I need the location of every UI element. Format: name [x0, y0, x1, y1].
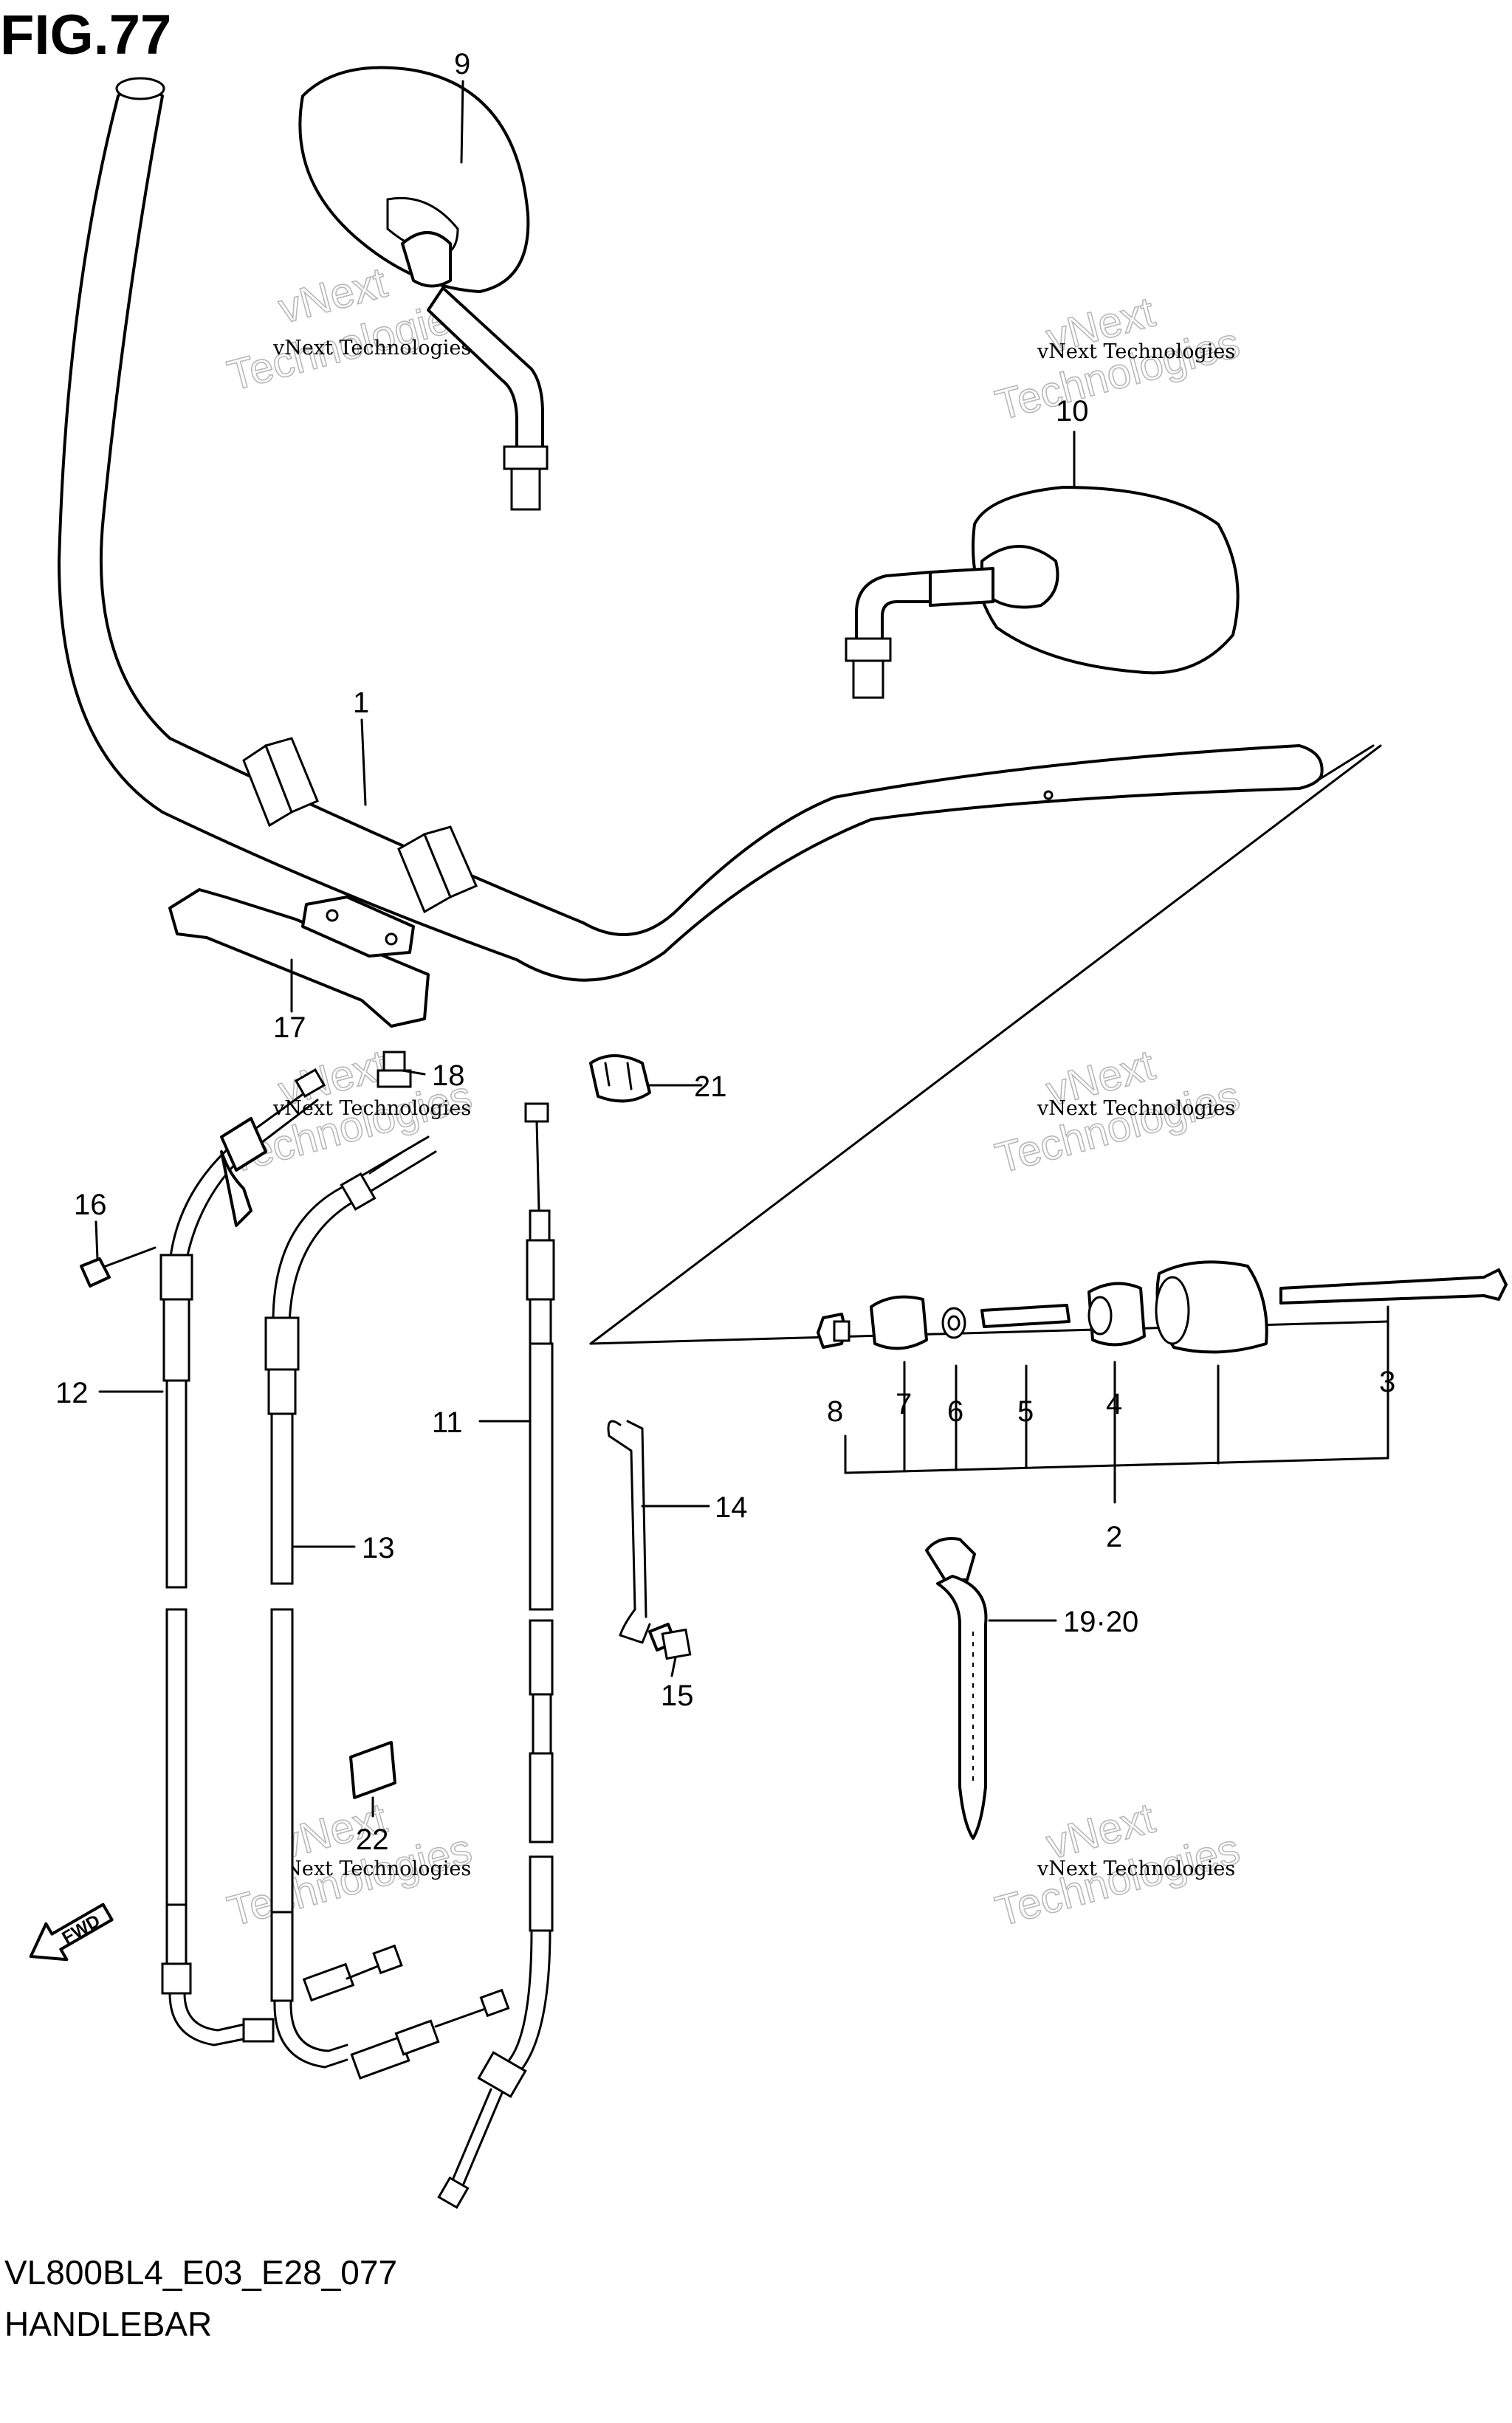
callout-12: 12	[55, 1377, 89, 1409]
callout-18: 18	[432, 1059, 465, 1092]
bolt-15	[648, 1623, 692, 1660]
mirror-left	[298, 66, 549, 511]
balancer-assembly	[589, 744, 1508, 1504]
callout-22: 22	[356, 1824, 389, 1856]
callout-1: 1	[353, 687, 369, 719]
watermark-text-5: vNext Technologies	[272, 1857, 471, 1880]
watermark-text-4: vNext Technologies	[1037, 1097, 1235, 1120]
watermark-bottom-left: vNext Technologies	[222, 1793, 477, 1936]
callout-6: 6	[947, 1395, 963, 1428]
cable-13	[264, 1135, 510, 2080]
watermark-bottom-right: vNext Technologies	[990, 1793, 1245, 1936]
callout-14: 14	[715, 1491, 748, 1524]
bolt-18	[377, 1051, 412, 1088]
watermark-text-1: vNext Technologies	[272, 337, 471, 360]
figure-title: FIG.77	[0, 4, 172, 66]
section-name: HANDLEBAR	[4, 2305, 213, 2343]
callout-13: 13	[362, 1532, 395, 1564]
callout-4: 4	[1106, 1388, 1122, 1420]
callout-16: 16	[74, 1189, 107, 1221]
callout-21: 21	[694, 1070, 727, 1103]
clip-14	[607, 1420, 651, 1644]
callout-17: 17	[273, 1011, 306, 1044]
drawing-code: VL800BL4_E03_E28_077	[4, 2253, 398, 2292]
leader-lines	[94, 80, 1076, 1818]
callout-3: 3	[1379, 1366, 1395, 1398]
callout-2: 2	[1106, 1521, 1122, 1553]
cable-11	[437, 1102, 555, 2210]
callout-11: 11	[432, 1406, 463, 1439]
callout-labels: 1 2 3 4 5 6 7 8 9 10 11 12 13 14 15 16 1…	[55, 48, 1395, 1856]
clamp-21	[589, 1054, 651, 1103]
bracket-17	[168, 888, 430, 1028]
callout-9: 9	[454, 48, 470, 80]
callout-8: 8	[827, 1395, 843, 1428]
decal-22	[349, 1741, 396, 1799]
bolt-16	[80, 1246, 157, 1288]
callout-5: 5	[1017, 1395, 1034, 1428]
callout-15: 15	[661, 1680, 694, 1712]
watermark-text-2: vNext Technologies	[1037, 340, 1235, 363]
callout-19-20: 19·20	[1063, 1606, 1138, 1638]
fwd-arrow-icon: FWD	[29, 1903, 114, 1962]
callout-7: 7	[896, 1388, 912, 1420]
cable-tie-19-20	[925, 1537, 988, 1840]
handlebar-tube	[58, 77, 1324, 982]
cable-12	[159, 1068, 326, 2046]
watermark-text-3: vNext Technologies	[272, 1097, 471, 1120]
watermark-text-6: vNext Technologies	[1037, 1857, 1235, 1880]
mirror-right	[845, 486, 1240, 699]
callout-10: 10	[1056, 395, 1089, 427]
